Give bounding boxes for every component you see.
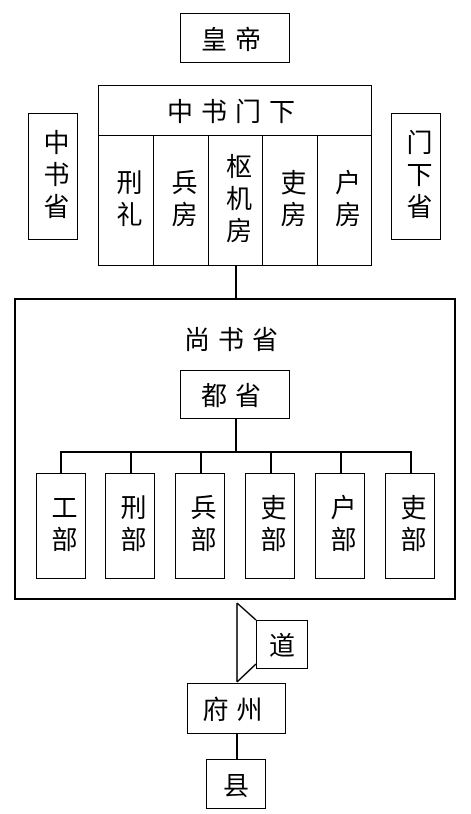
dusheng-label: 都省	[200, 382, 269, 412]
connector-ministry-5	[340, 451, 342, 473]
room-label-bingfang: 兵房	[166, 168, 197, 233]
fuzhou-label: 府州	[202, 696, 271, 726]
connector-ministry-2	[130, 451, 132, 473]
ministry-label-hubu: 户部	[325, 494, 356, 558]
room-cell-xingli: 刑礼	[99, 136, 154, 265]
fuzhou-box: 府州	[187, 683, 286, 734]
ministry-libu: 吏部	[245, 473, 295, 579]
ministry-label-libu-2: 吏部	[395, 494, 426, 558]
ministry-label-libu: 吏部	[255, 494, 286, 558]
xian-label: 县	[222, 771, 249, 802]
ministry-xingbu: 刑部	[105, 473, 155, 579]
emperor-box: 皇帝	[180, 13, 290, 63]
ministry-gongbu: 工部	[36, 473, 86, 579]
xian-box: 县	[206, 759, 266, 809]
shangshusheng-title: 尚书省	[183, 325, 286, 356]
room-cell-shujifang: 枢机房	[209, 136, 263, 265]
connector-ministry-1	[60, 451, 62, 473]
connector-ministries-bar	[60, 451, 411, 453]
ministry-hubu: 户部	[315, 473, 365, 579]
room-label-hufang: 户房	[330, 168, 361, 233]
ministry-label-gongbu: 工部	[46, 494, 77, 558]
zhongshusheng-box: 中书省	[28, 113, 78, 240]
ministry-libu-2: 吏部	[385, 473, 435, 579]
shangshusheng-title-cell: 尚书省	[16, 318, 454, 358]
connector-dusheng-stem	[235, 419, 237, 452]
room-label-lifang: 吏房	[275, 168, 306, 233]
connector-ministry-4	[270, 451, 272, 473]
dao-box: 道	[256, 620, 308, 669]
connector-ministry-6	[410, 451, 412, 473]
room-cell-lifang: 吏房	[263, 136, 318, 265]
connector-zhongshumenxia-shangshu	[235, 266, 237, 298]
emperor-label: 皇帝	[200, 25, 269, 56]
menxiasheng-box: 门下省	[391, 113, 441, 240]
zhongshusheng-label: 中书省	[38, 128, 69, 225]
connector-ministry-3	[200, 451, 202, 473]
room-cell-hufang: 户房	[318, 136, 371, 265]
dusheng-box: 都省	[180, 370, 290, 419]
ministry-label-bingbu: 兵部	[185, 494, 216, 558]
dao-label: 道	[268, 632, 295, 662]
zhongshumenxia-title-cell: 中书门下	[99, 86, 371, 136]
room-cell-bingfang: 兵房	[154, 136, 209, 265]
room-label-xingli: 刑礼	[111, 168, 142, 233]
zhongshumenxia-title: 中书门下	[166, 98, 303, 128]
ministry-label-xingbu: 刑部	[115, 494, 146, 558]
menxiasheng-label: 门下省	[401, 128, 432, 225]
room-label-shujifang: 枢机房	[221, 152, 252, 249]
zhongshumenxia-box: 中书门下 刑礼 兵房 枢机房 吏房 户房	[98, 85, 372, 266]
connector-fuzhou-xian	[236, 734, 238, 759]
ministry-bingbu: 兵部	[175, 473, 225, 579]
